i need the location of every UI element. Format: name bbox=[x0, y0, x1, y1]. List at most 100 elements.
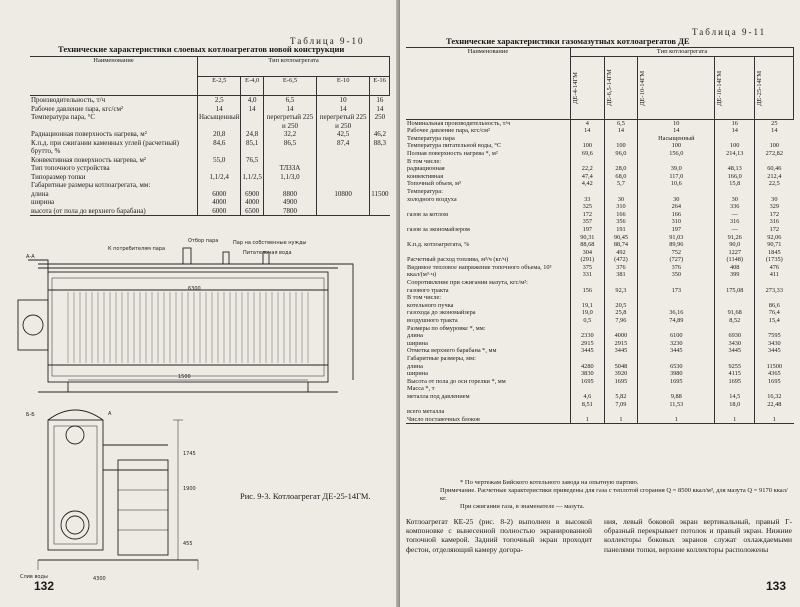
row-value: 9,88 11,53 bbox=[637, 392, 715, 409]
row-value bbox=[637, 294, 715, 302]
row-value: 19,1 bbox=[570, 301, 605, 310]
row-value: 30 310 bbox=[603, 195, 638, 211]
row-value bbox=[196, 164, 241, 173]
row-value: 14 bbox=[240, 104, 264, 113]
row-value bbox=[570, 408, 605, 416]
row-value bbox=[316, 172, 370, 181]
row-label: Масса *, т bbox=[407, 385, 435, 393]
table-row: Температура: bbox=[406, 187, 794, 196]
row-label: длина bbox=[407, 332, 423, 340]
row-label: газов за экономайзером bbox=[407, 225, 470, 233]
left-page: Таблица 9-10 Технические характеристики … bbox=[0, 0, 398, 607]
row-value bbox=[714, 187, 755, 196]
row-label: ширина bbox=[407, 339, 428, 347]
row-value: 3445 bbox=[714, 347, 755, 355]
row-value bbox=[637, 408, 715, 416]
footnote-star: * По чертежам Бийского котельного завода… bbox=[460, 479, 639, 486]
right-col-header: ДЕ-25-14ГМ bbox=[754, 56, 794, 120]
row-value: 4 bbox=[570, 119, 605, 128]
row-label: Габаритные размеры котлоагрегата, мм: bbox=[31, 181, 151, 189]
row-value: 33 325 bbox=[570, 195, 605, 211]
row-value: 1,1/3,0 bbox=[262, 172, 317, 181]
row-value bbox=[603, 408, 638, 416]
row-value: 9255 bbox=[714, 362, 755, 371]
row-value bbox=[316, 181, 370, 190]
row-value bbox=[714, 279, 755, 287]
row-value: 20,8 bbox=[196, 130, 241, 139]
row-value: 172 316 bbox=[754, 210, 794, 226]
row-label: Полная поверхность нагрева *, м² bbox=[407, 149, 498, 157]
row-label: Размеры по обмуровке *, мм: bbox=[407, 324, 486, 332]
row-value: 3920 bbox=[603, 370, 638, 378]
row-value: 3830 bbox=[570, 370, 605, 378]
row-value: 3430 bbox=[714, 339, 755, 348]
row-value bbox=[603, 385, 638, 393]
row-value bbox=[570, 134, 605, 143]
row-value: 1,1/2,4 bbox=[196, 172, 241, 181]
row-value: 172 92,06 bbox=[754, 225, 794, 242]
row-value: 375 331 bbox=[570, 263, 605, 280]
row-value: Насыщенный bbox=[196, 113, 241, 130]
row-value: 156,0 bbox=[637, 149, 715, 158]
row-label: Температура: bbox=[407, 187, 443, 195]
row-value: 25,8 bbox=[603, 309, 638, 318]
row-label: радиационная bbox=[407, 165, 445, 173]
row-value: 2,5 bbox=[196, 95, 241, 105]
row-value bbox=[754, 134, 794, 143]
row-value bbox=[714, 301, 755, 310]
row-value: 76,5 bbox=[240, 155, 264, 164]
row-value bbox=[637, 355, 715, 363]
row-value: 16 bbox=[714, 119, 755, 128]
row-value: 60,46 bbox=[754, 165, 794, 173]
row-value: 15,4 bbox=[754, 317, 794, 325]
row-value bbox=[603, 355, 638, 363]
row-value: 1 bbox=[603, 415, 638, 425]
right-name-header: Наименование bbox=[406, 47, 571, 120]
table-row: Габаритные размеры, мм: bbox=[406, 355, 794, 363]
row-label: конвективная bbox=[407, 172, 444, 180]
row-value bbox=[603, 324, 638, 333]
row-value bbox=[570, 157, 605, 166]
table-row: В том числе: bbox=[406, 157, 794, 166]
row-value: 14 bbox=[369, 104, 390, 113]
row-value: 1695 bbox=[714, 377, 755, 386]
row-value: перегретый 225 и 250 bbox=[316, 113, 370, 130]
row-value: 88,74 492 bbox=[603, 241, 638, 257]
row-label: Число поставочных блоков bbox=[406, 415, 571, 425]
row-value: 214,13 bbox=[714, 149, 755, 158]
row-label: металла под давлением bbox=[407, 392, 470, 400]
row-value: 3230 bbox=[637, 339, 715, 348]
row-label: высота (от пола до верхнего барабана) bbox=[30, 206, 198, 216]
row-label: Сопротивление при сжигании мазута, кгс/м… bbox=[407, 279, 528, 287]
row-label: ширина bbox=[31, 198, 55, 206]
left-col-header: Е-6,5 bbox=[262, 76, 318, 96]
row-value: 197 90,31 bbox=[570, 225, 605, 242]
row-value bbox=[262, 181, 317, 190]
row-value: 1 bbox=[637, 415, 715, 425]
row-label: В том числе: bbox=[407, 294, 442, 302]
row-value: 90,71 1845 bbox=[754, 241, 794, 257]
row-value bbox=[369, 181, 390, 190]
row-value: 14 bbox=[196, 104, 241, 113]
row-value: 7800 bbox=[262, 206, 317, 216]
figure-caption: Рис. 9-3. Котлоагрегат ДЕ-25-14ГМ. bbox=[240, 491, 371, 501]
left-col-header: Е-10 bbox=[316, 76, 371, 96]
row-value: 14 bbox=[316, 104, 370, 113]
row-value: 84,6 bbox=[196, 138, 241, 156]
row-value: 4365 bbox=[754, 370, 794, 378]
right-page-number: 133 bbox=[765, 579, 786, 593]
row-value: 8,52 bbox=[714, 317, 755, 325]
row-value: 14 bbox=[754, 127, 794, 135]
label-section-aa: А-А bbox=[26, 254, 35, 260]
label-dim-4: 1900 bbox=[183, 486, 196, 492]
table-row: К.п.д. при сжигании каменных углей (расч… bbox=[30, 138, 390, 156]
row-value: 4115 bbox=[714, 370, 755, 378]
